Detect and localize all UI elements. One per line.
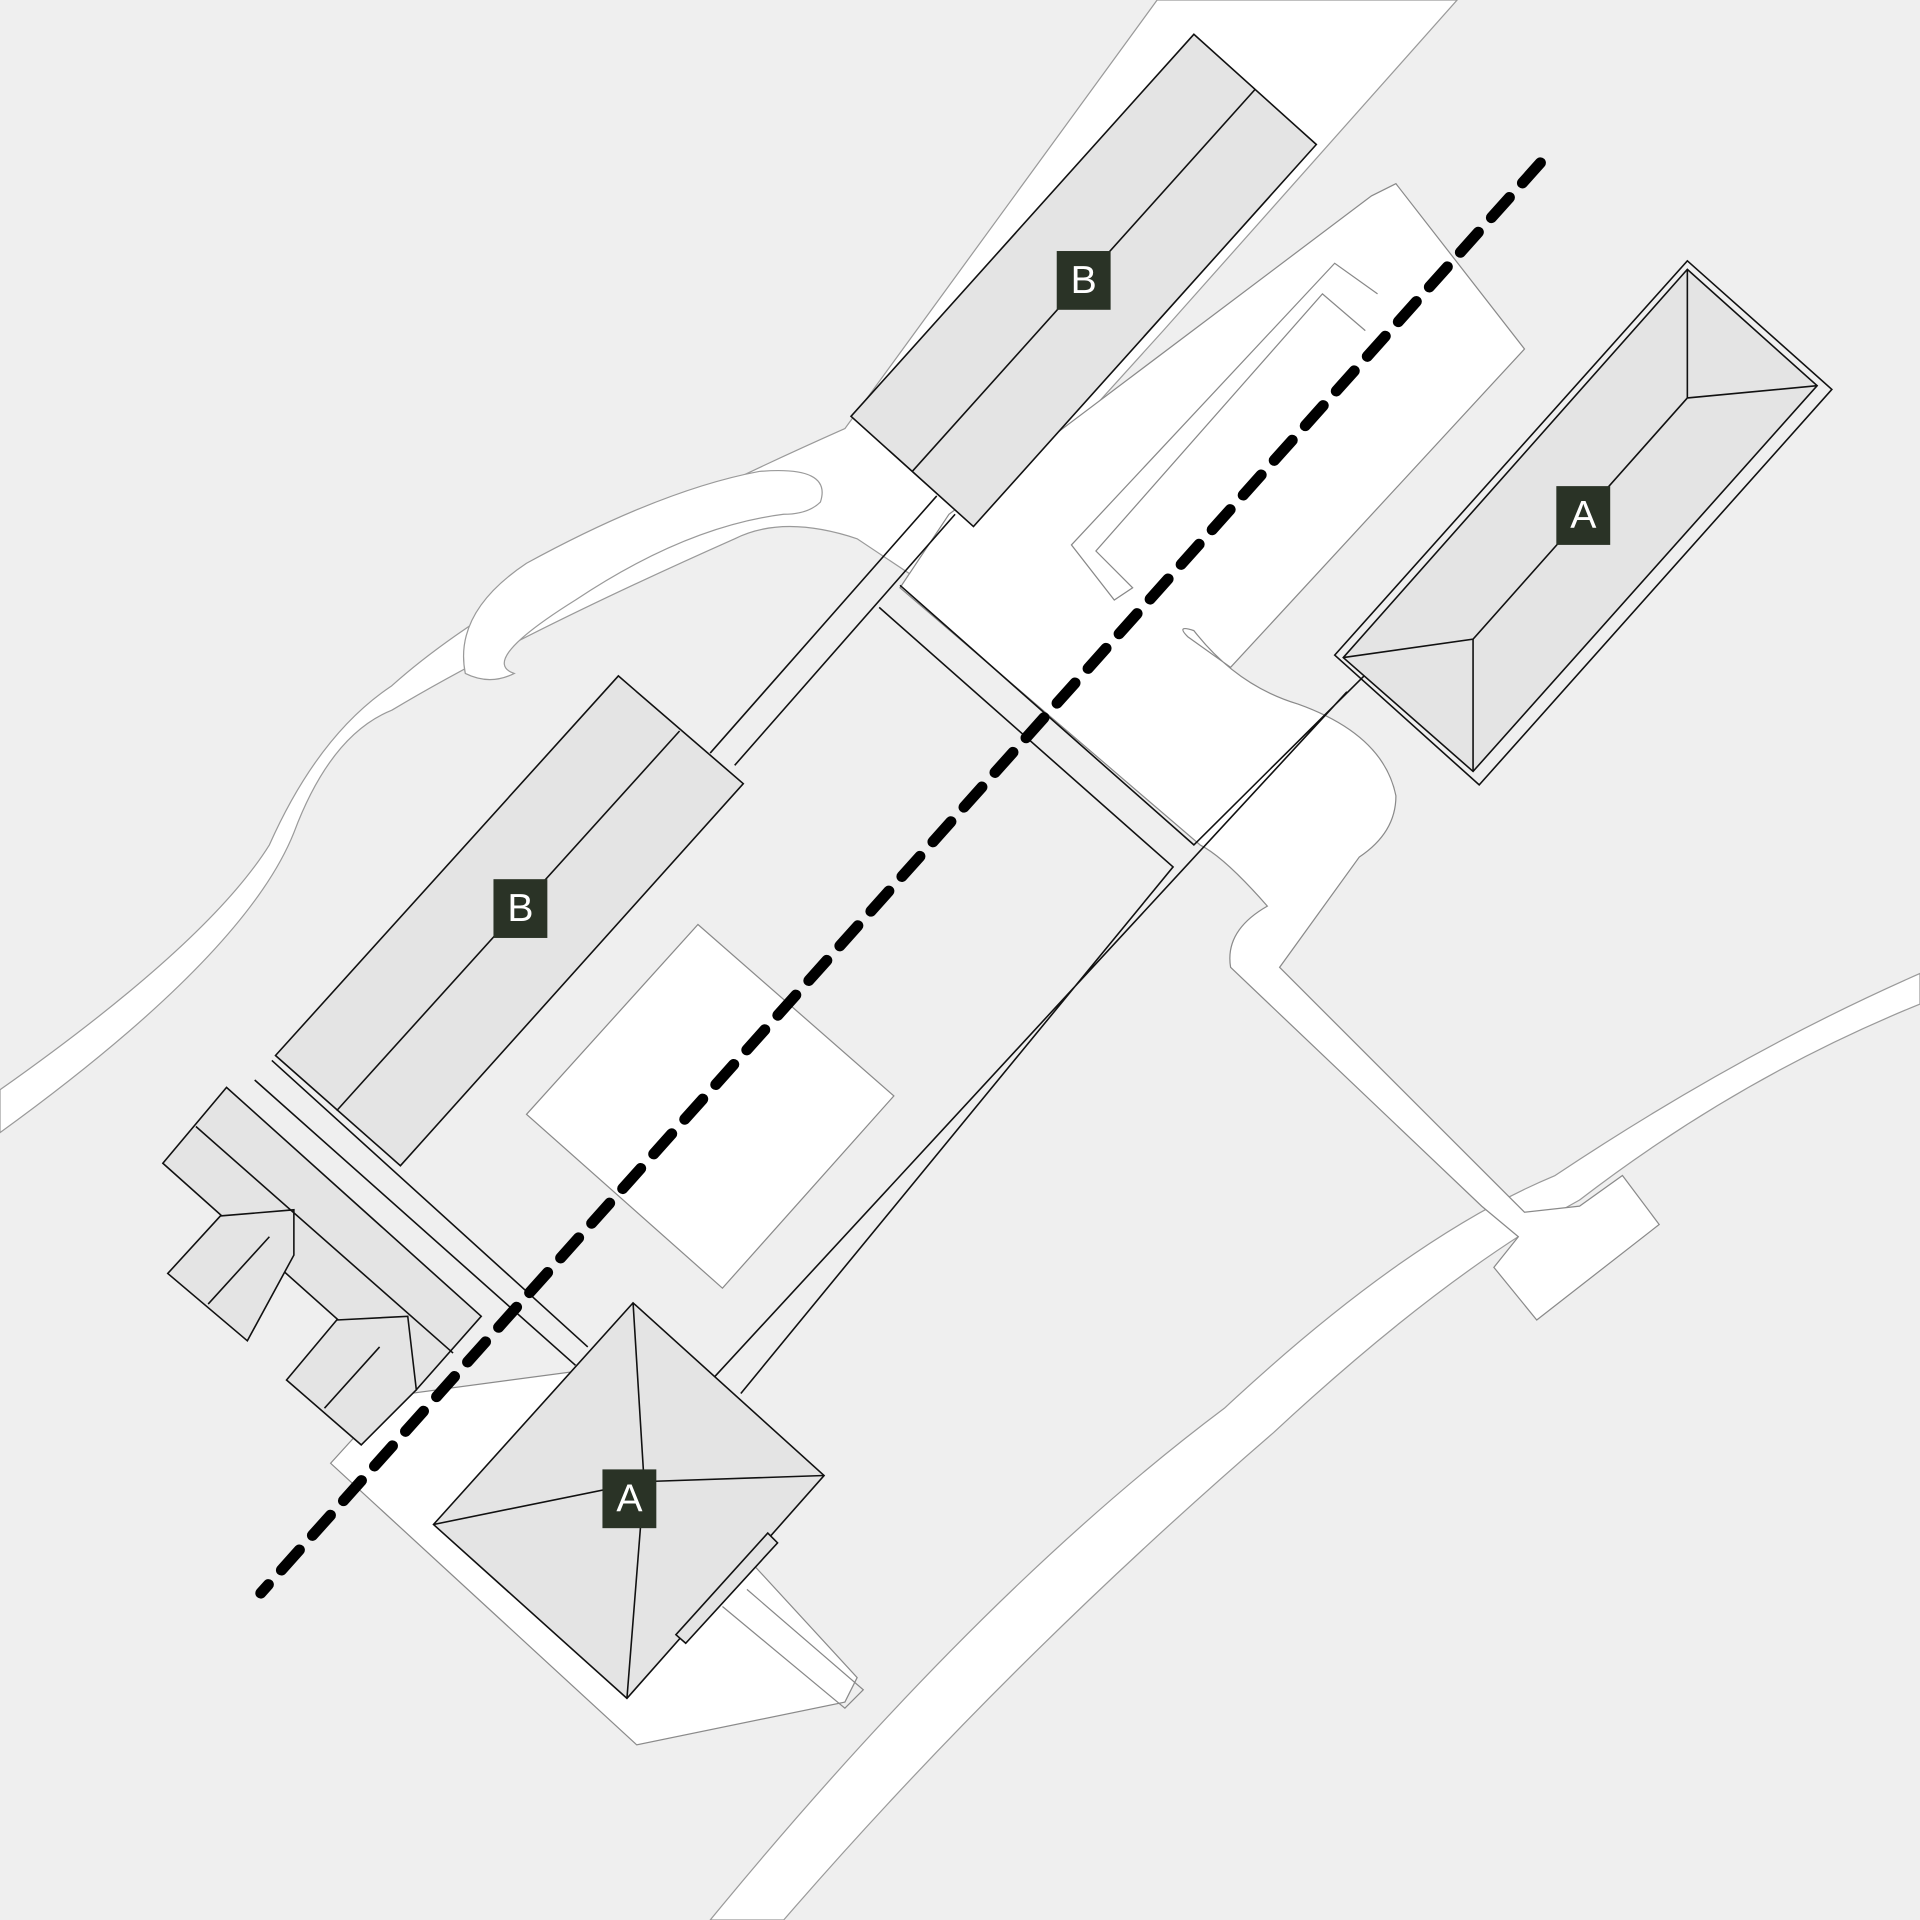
parking-outline	[1070, 262, 1378, 601]
section-axis-line	[255, 157, 1546, 1599]
central-lawn	[525, 923, 895, 1290]
central-court-edge	[713, 584, 1370, 1394]
covered-walk	[254, 495, 956, 1366]
label-a-south: A	[602, 1469, 657, 1529]
label-text: B	[1071, 259, 1097, 302]
label-text: A	[1570, 494, 1597, 537]
access-road-south	[709, 972, 1920, 1920]
west-wings	[161, 1086, 483, 1446]
loop-drive	[462, 470, 823, 681]
label-a-east: A	[1556, 486, 1611, 545]
label-b-north: B	[1056, 251, 1111, 310]
courtyard-paving	[899, 182, 1661, 1321]
label-text: B	[507, 887, 533, 930]
label-text: A	[616, 1477, 643, 1520]
label-b-west: B	[493, 879, 548, 938]
